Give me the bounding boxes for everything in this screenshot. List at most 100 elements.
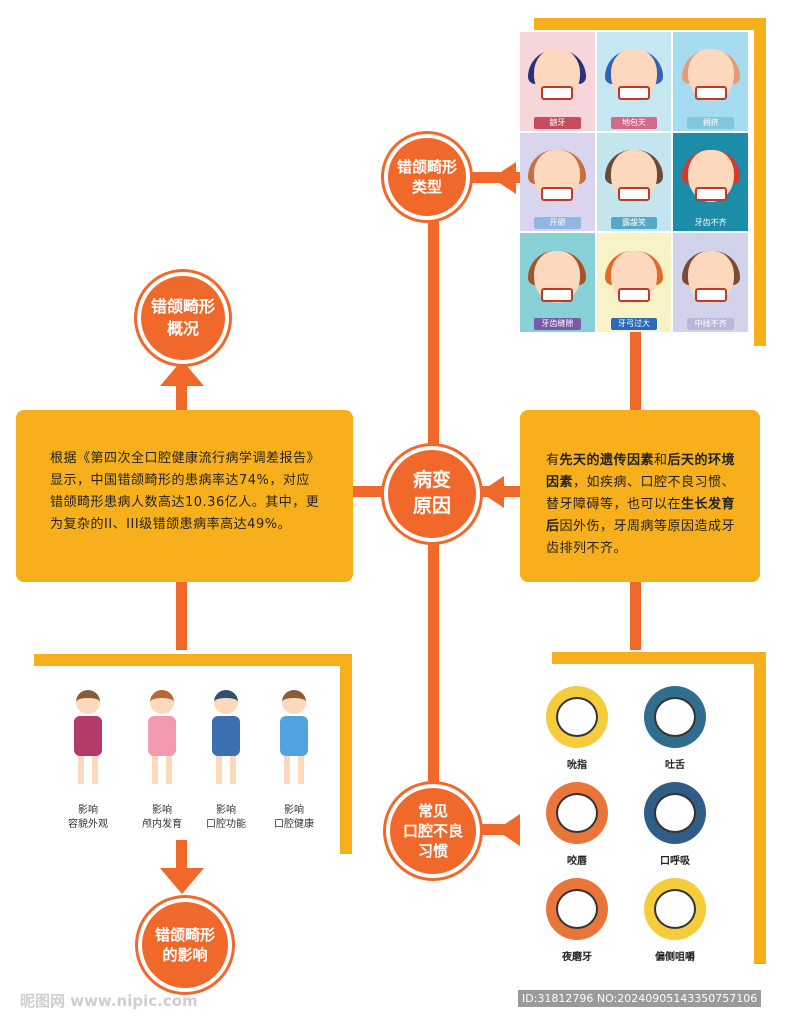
- habits-connector: [470, 824, 520, 835]
- teeth-shape: [694, 287, 727, 302]
- type-caption: 拥挤: [702, 117, 719, 127]
- types-grid: 龅牙 地包天 拥挤开颌 露龈笑 牙齿不齐牙齿缝隙 牙弓过大 中线不齐: [520, 32, 748, 332]
- head-shape: [282, 690, 306, 714]
- arrow-left-icon: [492, 162, 516, 194]
- habit-illustration: [546, 878, 608, 940]
- type-caption: 牙弓过大: [617, 318, 650, 328]
- head-shape: [150, 690, 174, 714]
- habit-illustration: [546, 686, 608, 748]
- types-frame-right: [754, 18, 766, 346]
- teeth-shape: [541, 86, 574, 101]
- impact-label: 影响 口腔功能: [206, 805, 246, 830]
- baby-face-shape: [556, 697, 598, 737]
- type-caption: 牙齿缝隙: [541, 318, 574, 328]
- caption-bg: [687, 217, 734, 230]
- caption-bg: [534, 116, 581, 129]
- legs-shape: [78, 756, 98, 784]
- teeth-shape: [694, 86, 727, 101]
- type-caption: 龅牙: [549, 117, 566, 127]
- caption-bg: [610, 217, 658, 230]
- type-caption: 牙齿不齐: [694, 218, 727, 228]
- head-shape: [214, 690, 238, 714]
- impact-figure: [140, 690, 184, 786]
- arrow-left-icon: [480, 476, 504, 508]
- impact-figure: [204, 690, 248, 786]
- habit-label: 咬唇: [567, 856, 587, 867]
- right-branch-top: [630, 330, 641, 420]
- type-cell: 拥挤: [673, 32, 748, 131]
- caption-bg: [534, 217, 581, 230]
- teeth-shape: [617, 287, 650, 302]
- center-node: 病变 原因: [384, 446, 480, 542]
- type-caption: 中线不齐: [694, 318, 727, 328]
- arrow-up-icon: [160, 360, 204, 386]
- type-cell: 地包天: [596, 32, 672, 131]
- habit-label: 偏侧咀嚼: [655, 952, 695, 963]
- teeth-shape: [541, 186, 574, 201]
- caption-bg: [610, 116, 658, 129]
- types-node: 错颌畸形 类型: [384, 134, 470, 220]
- type-cell: 龅牙: [520, 32, 595, 131]
- overview-node: 错颌畸形 概况: [137, 272, 229, 364]
- type-caption: 开颌: [549, 218, 566, 228]
- overview-label: 错颌畸形 概况: [150, 297, 215, 338]
- impact-figure: [272, 690, 316, 786]
- impact-label: 错颌畸形 的影响: [154, 925, 215, 964]
- baby-face-shape: [556, 889, 598, 929]
- caption-bg: [534, 317, 581, 330]
- watermark-right: ID:31812796 NO:20240905143350757106: [518, 990, 762, 1007]
- habits-frame-right: [754, 652, 766, 964]
- teeth-shape: [694, 186, 727, 201]
- impact-label: 影响 口腔健康: [274, 805, 314, 830]
- cause-box: 有先天的遗传因素和后天的环境因素，如疾病、口腔不良习惯、替牙障碍等，也可以在生长…: [520, 410, 760, 582]
- habits-label: 常见 口腔不良 习惯: [402, 801, 463, 861]
- impact-figure: [66, 690, 110, 786]
- types-frame-top: [534, 18, 766, 30]
- arrow-left-icon: [496, 814, 520, 846]
- type-cell: 露龈笑: [596, 132, 672, 232]
- habits-frame-top: [552, 652, 766, 664]
- type-cell: 中线不齐: [673, 233, 748, 332]
- type-caption: 露龈笑: [621, 218, 646, 228]
- type-caption: 地包天: [621, 117, 646, 127]
- head-shape: [76, 690, 100, 714]
- habit-illustration: [546, 782, 608, 844]
- habit-illustration: [644, 782, 706, 844]
- body-shape: [148, 716, 176, 756]
- impact-node: 错颌畸形 的影响: [138, 898, 232, 992]
- type-cell: 开颌: [520, 132, 595, 232]
- teeth-shape: [541, 287, 574, 302]
- overview-box: 根据《第四次全口腔健康流行病学调差报告》显示，中国错颌畸形的患病率达74%，对应…: [16, 410, 353, 582]
- cause-text: 有先天的遗传因素和后天的环境因素，如疾病、口腔不良习惯、替牙障碍等，也可以在生长…: [546, 453, 736, 556]
- baby-face-shape: [654, 697, 696, 737]
- arrow-down-icon: [160, 868, 204, 894]
- impact-label: 影响 颅内发育: [142, 805, 182, 830]
- body-shape: [280, 716, 308, 756]
- habit-label: 吐舌: [665, 760, 685, 771]
- habit-label: 吮指: [567, 760, 587, 771]
- legs-shape: [216, 756, 236, 784]
- caption-bg: [610, 317, 658, 330]
- types-label: 错颌畸形 类型: [396, 157, 457, 196]
- baby-face-shape: [654, 889, 696, 929]
- type-cell: 牙齿不齐: [673, 132, 748, 232]
- caption-bg: [687, 116, 734, 129]
- body-shape: [74, 716, 102, 756]
- habit-illustration: [644, 686, 706, 748]
- right-branch-bottom: [630, 580, 641, 650]
- impact-label: 影响 容貌外观: [68, 805, 108, 830]
- type-cell: 牙弓过大: [596, 233, 672, 332]
- habit-label: 口呼吸: [660, 856, 690, 867]
- impact-frame-right: [340, 654, 352, 854]
- impact-frame-top: [34, 654, 352, 666]
- legs-shape: [152, 756, 172, 784]
- habit-illustration: [644, 878, 706, 940]
- type-cell: 牙齿缝隙: [520, 233, 595, 332]
- center-label: 病变 原因: [412, 469, 451, 517]
- types-connector: [460, 172, 520, 183]
- habits-node: 常见 口腔不良 习惯: [386, 784, 480, 878]
- left-branch-bottom: [176, 840, 187, 870]
- body-shape: [212, 716, 240, 756]
- legs-shape: [284, 756, 304, 784]
- habit-label: 夜磨牙: [562, 952, 592, 963]
